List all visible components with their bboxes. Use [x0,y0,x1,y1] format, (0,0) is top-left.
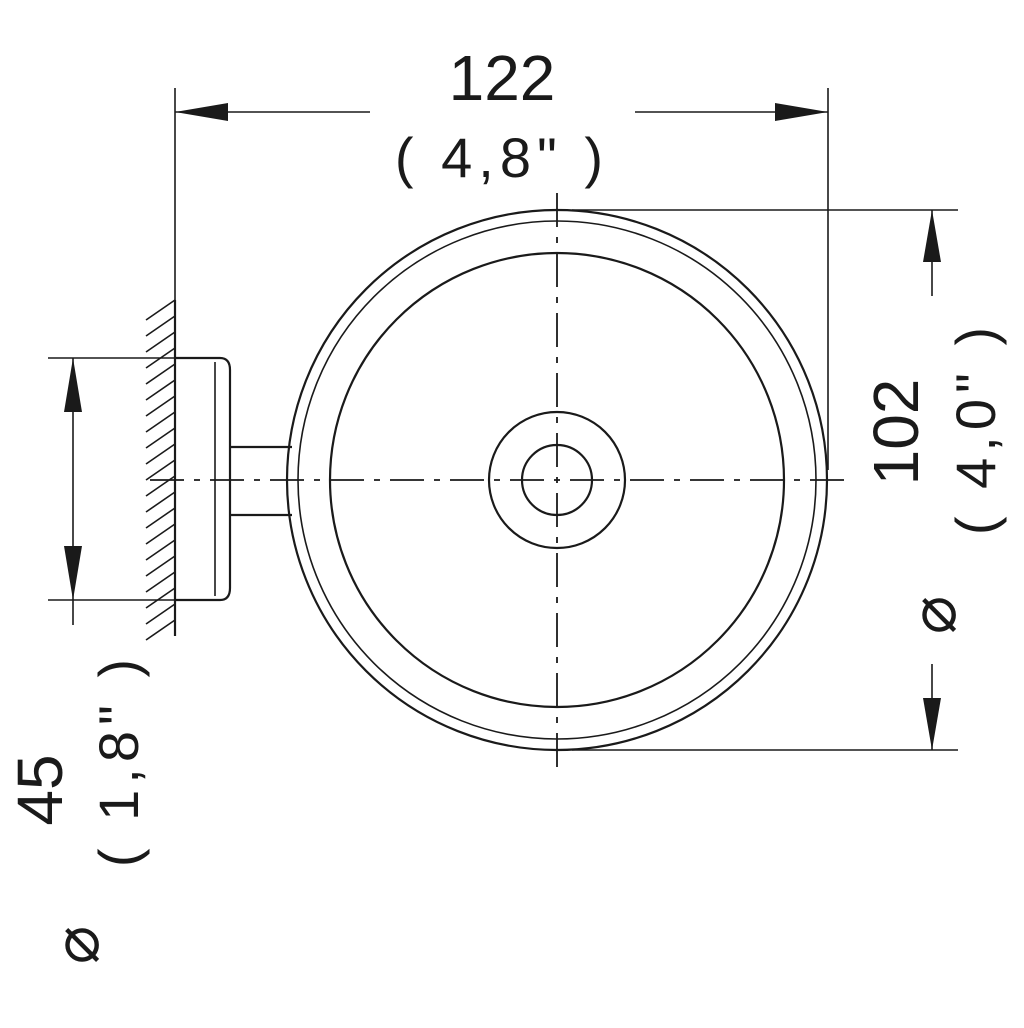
arrow-down-icon [64,546,82,600]
base-dimension: 45 ( 1,8" ) ⌀ [4,357,175,965]
hatch-line [145,507,176,529]
wall-bracket [175,356,292,602]
arrow-left-icon [175,103,228,121]
hatch-line [145,603,176,625]
hatch-line [145,443,176,465]
hatch-line [145,315,176,337]
hub [487,410,627,550]
diameter-dimension: 102 ( 4,0" ) ⌀ [572,209,1007,751]
base-value: 45 [4,754,76,825]
hatch-line [145,363,176,385]
hatch-line [145,523,176,545]
hatch-line [145,555,176,577]
hatch-line [145,299,176,321]
hatch-line [145,475,176,497]
width-dimension: 122 ( 4,8" ) [174,42,829,470]
arrow-up-icon [923,210,941,262]
arrow-up-icon [64,358,82,412]
hatch-line [145,491,176,513]
hatch-line [145,395,176,417]
hatch-line [145,619,176,641]
hatch-line [145,411,176,433]
hatch-line [145,587,176,609]
diameter-value: 102 [860,379,932,486]
base-imperial: ( 1,8" ) [87,653,150,867]
wall [145,299,177,641]
base-symbol: ⌀ [40,926,112,965]
hatch-line [145,459,176,481]
hatch-line [145,539,176,561]
arrow-down-icon [923,698,941,750]
hatch-line [145,427,176,449]
diameter-symbol: ⌀ [897,596,969,635]
diameter-imperial: ( 4,0" ) [944,321,1007,535]
width-imperial: ( 4,8" ) [395,126,609,189]
width-value: 122 [449,42,556,114]
hatch-line [145,571,176,593]
arrow-right-icon [775,103,828,121]
hatch-line [145,331,176,353]
hatch-line [145,379,176,401]
